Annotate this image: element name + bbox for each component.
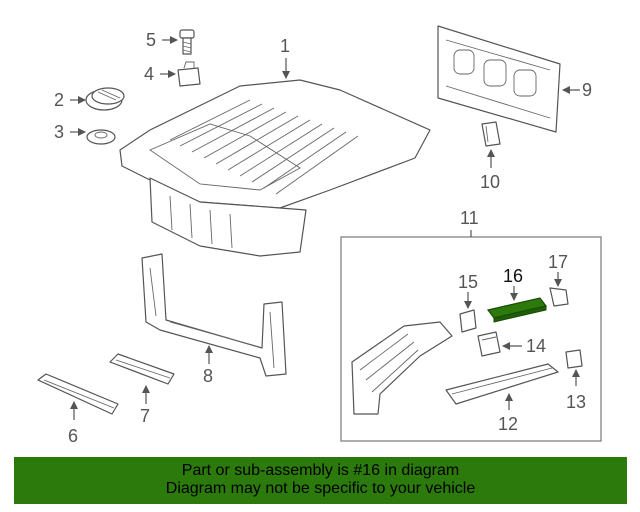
callout-4[interactable]: 4 xyxy=(144,64,154,84)
part-6-rail[interactable] xyxy=(37,373,119,415)
callout-6[interactable]: 6 xyxy=(68,426,78,446)
part-1-floor-pan[interactable] xyxy=(119,79,431,257)
part-8-crossmember[interactable] xyxy=(141,253,287,377)
callout-3[interactable]: 3 xyxy=(54,122,64,142)
part-7-bracket[interactable] xyxy=(109,353,175,385)
part-13-bracket[interactable] xyxy=(565,349,583,369)
part-14-bracket[interactable] xyxy=(477,331,501,357)
part-3-grommet[interactable] xyxy=(86,129,116,145)
part-12-rail[interactable] xyxy=(445,363,559,405)
banner-line-1: Part or sub-assembly is #16 in diagram xyxy=(181,462,460,479)
part-10-block[interactable] xyxy=(481,121,501,147)
callout-13[interactable]: 13 xyxy=(566,392,586,412)
callout-9[interactable]: 9 xyxy=(582,80,592,100)
part-4-clip[interactable] xyxy=(177,61,201,87)
callout-10[interactable]: 10 xyxy=(480,172,500,192)
callout-5[interactable]: 5 xyxy=(146,30,156,50)
callout-11[interactable]: 11 xyxy=(460,208,479,228)
part-16-highlighted[interactable] xyxy=(486,297,548,323)
callout-12[interactable]: 12 xyxy=(498,414,518,434)
part-2-cap[interactable] xyxy=(85,87,125,111)
part-5-bolt[interactable] xyxy=(179,29,195,55)
parts-diagram: 5 4 2 3 1 9 10 xyxy=(37,25,602,446)
info-banner: Part or sub-assembly is #16 in diagram D… xyxy=(14,457,627,504)
callout-2[interactable]: 2 xyxy=(54,90,64,110)
callout-7[interactable]: 7 xyxy=(140,406,150,426)
callout-15[interactable]: 15 xyxy=(458,272,478,292)
part-17-cap[interactable] xyxy=(549,287,569,307)
part-9-rear-panel[interactable] xyxy=(437,25,561,133)
inner-rail-assembly[interactable] xyxy=(351,321,453,415)
callout-14[interactable]: 14 xyxy=(526,336,546,356)
part-15-bracket[interactable] xyxy=(459,309,477,333)
callout-8[interactable]: 8 xyxy=(203,366,213,386)
callout-1[interactable]: 1 xyxy=(280,36,290,56)
callout-16[interactable]: 16 xyxy=(503,266,523,286)
callout-17[interactable]: 17 xyxy=(548,252,568,272)
banner-line-2: Diagram may not be specific to your vehi… xyxy=(165,480,476,497)
